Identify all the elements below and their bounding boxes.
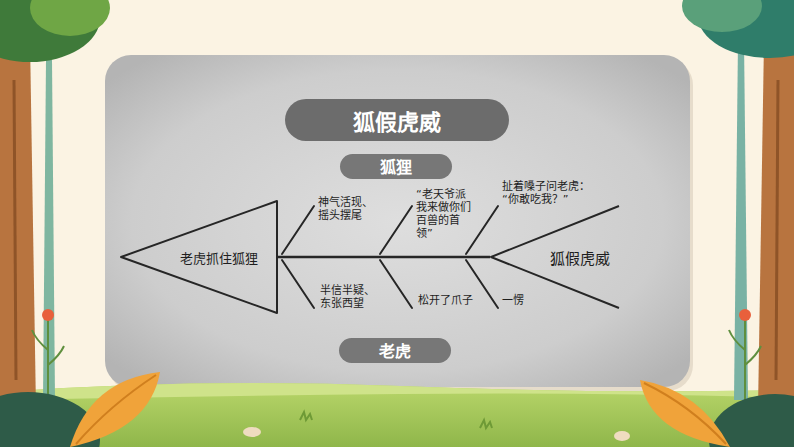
cause-label: 神气活现、摇头摆尾: [318, 196, 376, 222]
tree-canopy: [30, 0, 110, 36]
grass-tuft: [300, 412, 492, 428]
leaf: [640, 380, 730, 447]
tree-trunk: [0, 40, 36, 410]
leaf-vein: [644, 383, 726, 444]
outline: [491, 206, 619, 308]
photo-panel: [105, 55, 690, 387]
bone-line: [282, 206, 314, 254]
node-text: 狐假虎威: [550, 247, 610, 268]
fish-head: 老虎抓住狐狸: [120, 200, 278, 314]
tree-canopy: [682, 0, 762, 32]
title-band: 狐假虎威: [285, 99, 509, 141]
node-text: 狐狸: [380, 154, 412, 178]
node-text: 老虎抓住狐狸: [180, 248, 258, 267]
node-text: 老虎: [379, 338, 411, 362]
tree-bark: [776, 80, 778, 380]
flower: [42, 309, 54, 321]
tree-bark: [14, 80, 16, 380]
title-text: 狐假虎威: [353, 104, 441, 136]
flower-stem: [729, 318, 761, 400]
bone-line: [380, 260, 412, 308]
stone: [243, 427, 261, 437]
flower-stem: [32, 318, 64, 400]
fish-tail: 狐假虎威: [490, 205, 620, 309]
leaf-vein: [76, 375, 156, 444]
stone: [614, 431, 630, 441]
cause-label: 扯着嗓子问老虎：“你敢吃我？”: [502, 180, 594, 206]
bone-line: [380, 206, 412, 254]
flower: [739, 309, 751, 321]
category-band: 老虎: [339, 338, 451, 363]
category-band: 狐狸: [340, 154, 452, 179]
tree-trunk: [758, 40, 794, 410]
fish-spine: [278, 256, 490, 259]
outline: [121, 201, 277, 313]
cause-label: 半信半疑、东张西望: [320, 284, 378, 310]
bone-line: [282, 260, 314, 308]
leaf: [70, 372, 160, 447]
cause-label: 松开了爪子: [418, 294, 480, 307]
cause-label: “老天爷派我来做你们百兽的首领”: [416, 188, 476, 240]
cause-label: 一愣: [502, 294, 532, 307]
